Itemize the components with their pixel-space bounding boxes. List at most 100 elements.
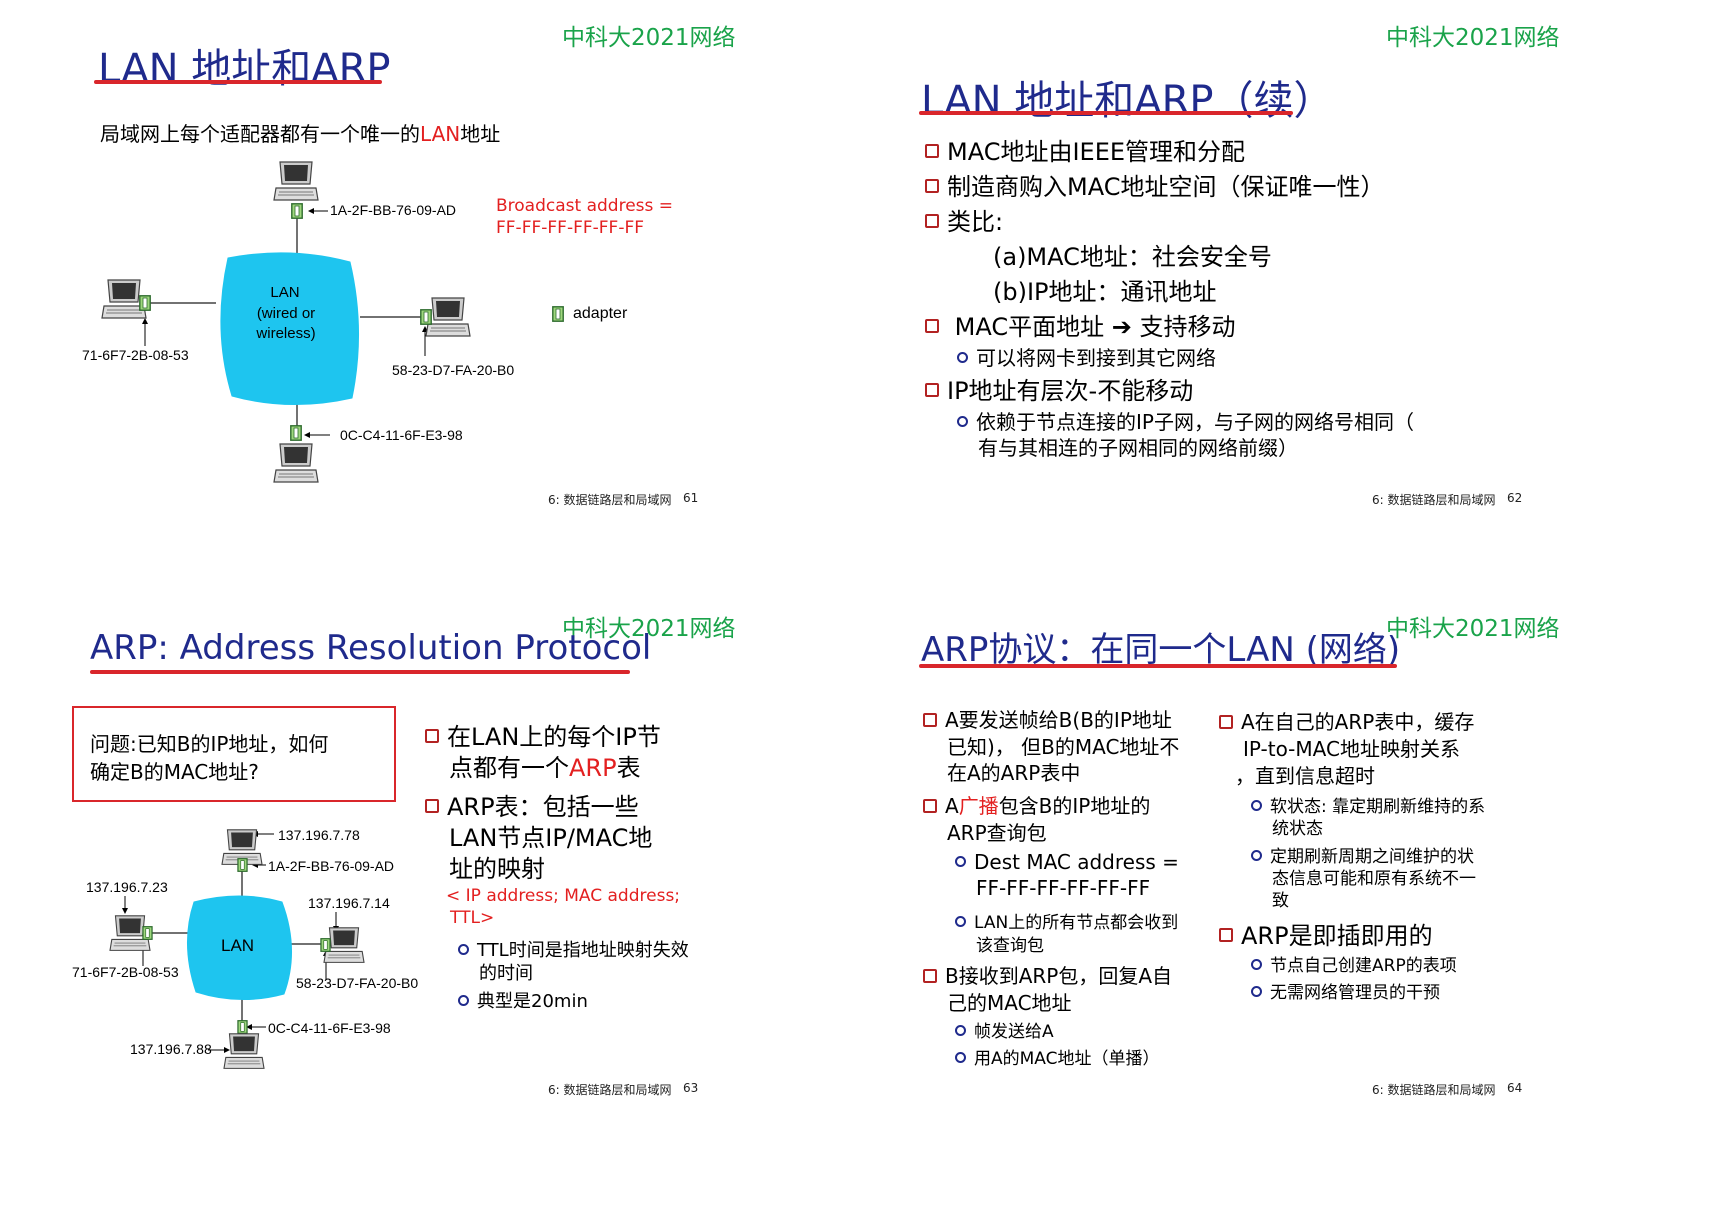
footer-text: 6: 数据链路层和局域网 — [1372, 1083, 1496, 1097]
broadcast-label: Broadcast address = FF-FF-FF-FF-FF-FF — [496, 196, 674, 238]
adapter-icon — [320, 938, 331, 952]
bullet-continuation: LAN节点IP/MAC地 — [449, 824, 653, 852]
title-underline — [94, 80, 382, 84]
analogy-item: (a)MAC地址：社会安全号 — [993, 243, 1272, 271]
mac-address-label: 58-23-D7-FA-20-B0 — [296, 975, 419, 991]
brand-label: 中科大2021网络 — [1386, 616, 1560, 642]
footer-text: 6: 数据链路层和局域网 — [1372, 493, 1496, 507]
ip-address-label: 137.196.7.78 — [278, 827, 360, 843]
bullet-item: A要发送帧给B(B的IP地址 — [923, 704, 1172, 733]
adapter-icon — [139, 295, 151, 311]
bullet-icon — [925, 214, 939, 228]
mac-address-label: 71-6F7-2B-08-53 — [82, 347, 189, 363]
bullet-icon — [1219, 928, 1233, 942]
bullet-item: A广播包含B的IP地址的 — [923, 790, 1150, 819]
bullet-item: ARP是即插即用的 — [1219, 916, 1433, 951]
sub-bullet-icon — [955, 1024, 966, 1036]
sub-bullet-continuation: 致 — [1272, 891, 1289, 911]
sub-bullet-item: TTL时间是指地址映射失效 — [458, 936, 689, 962]
slide-61: 中科大2021网络 LAN 地址和ARP 局域网上每个适配器都有一个唯一的LAN… — [0, 0, 861, 614]
brand-label: 中科大2021网络 — [562, 25, 736, 51]
sub-bullet-item: 依赖于节点连接的IP子网，与子网的网络号相同（ — [957, 406, 1414, 435]
sub-bullet-item: LAN上的所有节点都会收到 — [955, 908, 1178, 933]
computer-icon — [222, 1032, 266, 1072]
sub-bullet-continuation: 该查询包 — [976, 936, 1044, 956]
bullet-continuation: 址的映射 — [449, 855, 545, 883]
slide-title: ARP: Address Resolution Protocol — [90, 628, 652, 668]
brand-label: 中科大2021网络 — [562, 616, 736, 642]
bullet-continuation: ，直到信息超时 — [1235, 764, 1375, 788]
bullet-item: A在自己的ARP表中，缓存 — [1219, 706, 1474, 735]
slide-title: LAN 地址和ARP（续） — [921, 78, 1334, 124]
sub-bullet-continuation: 态信息可能和原有系统不一 — [1272, 869, 1476, 889]
lan-cloud — [220, 252, 359, 405]
mac-address-label: 58-23-D7-FA-20-B0 — [392, 362, 515, 378]
bullet-item: 在LAN上的每个IP节 — [425, 717, 661, 752]
bullet-continuation: 已知)， 但B的MAC地址不 — [947, 735, 1180, 759]
brand-label: 中科大2021网络 — [1386, 25, 1560, 51]
sub-bullet-item: 节点自己创建ARP的表项 — [1251, 951, 1457, 976]
bullet-continuation: ARP查询包 — [947, 821, 1047, 845]
mac-address-label: 71-6F7-2B-08-53 — [72, 964, 179, 980]
sub-bullet-icon — [458, 943, 469, 955]
sub-bullet-item: 用A的MAC地址（单播） — [955, 1044, 1160, 1069]
sub-bullet-item: 软状态: 靠定期刷新维持的系 — [1251, 792, 1485, 817]
adapter-icon — [237, 858, 248, 872]
adapter-icon — [142, 926, 153, 940]
sub-bullet-item: Dest MAC address = — [955, 850, 1179, 874]
question-text: 问题:已知B的IP地址，如何 — [90, 732, 329, 756]
title-underline — [90, 670, 630, 674]
adapter-legend: adapter — [573, 305, 628, 322]
arp-tuple: TTL> — [450, 908, 495, 928]
bullet-icon — [925, 179, 939, 193]
bullet-item: MAC地址由IEEE管理和分配 — [925, 132, 1245, 167]
sub-bullet-continuation: 的时间 — [479, 963, 533, 984]
computer-icon — [272, 160, 320, 204]
sub-bullet-continuation: 统状态 — [1272, 819, 1323, 839]
bullet-icon — [923, 968, 937, 983]
sub-bullet-item: 无需网络管理员的干预 — [1251, 978, 1440, 1003]
lan-diagram — [142, 208, 428, 438]
bullet-icon — [425, 799, 439, 813]
bullet-item: MAC平面地址 ➔ 支持移动 — [925, 307, 1236, 342]
sub-bullet-continuation: 有与其相连的子网相同的网络前缀） — [978, 436, 1298, 460]
lan-label: wireless) — [256, 325, 316, 342]
question-box — [72, 706, 396, 802]
adapter-icon — [291, 203, 303, 219]
slide-title: ARP协议：在同一个LAN (网络) — [921, 630, 1401, 670]
slide-63: 中科大2021网络 ARP: Address Resolution Protoc… — [0, 614, 861, 1228]
mac-address-label: 0C-C4-11-6F-E3-98 — [340, 427, 463, 443]
sub-bullet-icon — [1251, 958, 1262, 970]
sub-bullet-icon — [1251, 985, 1262, 997]
footer-text: 6: 数据链路层和局域网 — [548, 1083, 672, 1097]
lan-label: (wired or — [256, 305, 316, 322]
bullet-icon — [425, 729, 439, 743]
mac-address-label: 1A-2F-BB-76-09-AD — [330, 202, 457, 218]
arp-tuple: < IP address; MAC address; — [446, 886, 681, 906]
page-number: 61 — [683, 491, 699, 505]
bullet-continuation: IP-to-MAC地址映射关系 — [1243, 737, 1460, 761]
analogy-item: (b)IP地址：通讯地址 — [993, 278, 1217, 306]
adapter-icon — [420, 309, 432, 325]
lan-cloud — [187, 895, 292, 1000]
sub-bullet-icon — [1251, 799, 1262, 811]
ip-address-label: 137.196.7.14 — [308, 895, 390, 911]
sub-bullet-icon — [955, 915, 966, 927]
sub-bullet-icon — [955, 1051, 966, 1063]
bullet-icon — [1219, 714, 1233, 729]
sub-bullet-icon — [955, 856, 966, 867]
mac-address-label: 0C-C4-11-6F-E3-98 — [268, 1020, 391, 1036]
ip-address-label: 137.196.7.88 — [130, 1041, 212, 1057]
bullet-continuation: 点都有一个ARP表 — [449, 754, 641, 782]
sub-bullet-icon — [957, 416, 968, 427]
title-underline — [919, 664, 1397, 668]
slide-62: 中科大2021网络 LAN 地址和ARP（续） MAC地址由IEEE管理和分配 … — [861, 0, 1722, 614]
title-underline — [919, 111, 1293, 115]
adapter-icon — [290, 425, 302, 441]
bullet-icon — [925, 144, 939, 158]
sub-bullet-item: 典型是20min — [458, 987, 588, 1013]
bullet-continuation: 己的MAC地址 — [947, 991, 1072, 1015]
adapter-icon — [552, 306, 564, 322]
bullet-item: 类比: — [925, 202, 1003, 237]
sub-bullet-icon — [957, 352, 968, 363]
